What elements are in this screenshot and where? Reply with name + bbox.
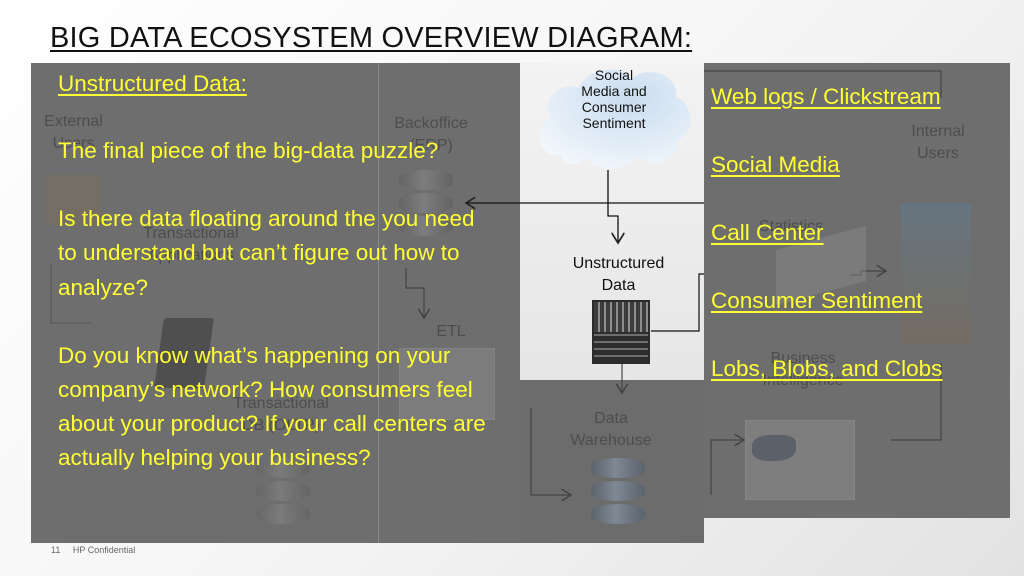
etl-label: ETL — [436, 323, 466, 340]
statistics-label: Statistics — [758, 218, 823, 235]
unstructured-to-stats-connector — [651, 273, 704, 332]
oltp-database-icon — [256, 458, 310, 527]
internal-user-figure-icon — [901, 203, 971, 343]
data-warehouse-label: Data Warehouse — [570, 410, 652, 449]
panel-divider — [378, 63, 379, 543]
description-paragraph: Is there data floating around the you ne… — [58, 206, 475, 300]
slide-title: BIG DATA ECOSYSTEM OVERVIEW DIAGRAM: — [50, 22, 693, 54]
external-left-connector — [50, 263, 91, 324]
etl-screenshot-icon — [399, 348, 495, 420]
unstructured-data-heading: Unstructured Data: — [58, 71, 247, 96]
backoffice-label: Backoffice (ERP) — [394, 115, 468, 154]
internal-users-label: Internal Users — [911, 123, 965, 162]
oltp-to-warehouse-connector — [530, 408, 571, 495]
external-user-figure-icon — [46, 175, 101, 225]
source-item-web-logs[interactable]: Web logs / Clickstream — [711, 84, 941, 109]
description-paragraph: The final piece of the big-data puzzle? — [58, 138, 439, 163]
data-warehouse-database-icon — [591, 458, 645, 527]
social-media-cloud-icon — [539, 69, 691, 169]
unstructured-data-label: Unstructured Data — [572, 255, 665, 294]
ecosystem-diagram: Social Media and Consumer Sentiment Unst… — [31, 63, 1010, 543]
source-item-call-center[interactable]: Call Center — [711, 220, 824, 245]
server-rack-icon — [592, 300, 650, 364]
cloud-to-unstructured-connector — [607, 170, 618, 243]
description-paragraph: Do you know what’s happening on your com… — [58, 342, 486, 471]
connector-lines — [50, 70, 942, 543]
cloud-label: Social Media and Consumer Sentiment — [581, 67, 647, 131]
warehouse-to-bi-connector — [710, 440, 744, 495]
source-item-lobs-blobs-clobs[interactable]: Lobs, Blobs, and Clobs — [711, 356, 943, 381]
unstructured-sources-list: Web logs / Clickstream Social Media Call… — [711, 80, 942, 420]
bi-to-internal-connector — [891, 363, 942, 441]
page-number: 11 — [51, 545, 61, 555]
bi-dashboard-icon — [745, 420, 855, 500]
source-item-consumer-sentiment[interactable]: Consumer Sentiment — [711, 288, 923, 313]
external-users-label: External Users — [44, 113, 103, 152]
unstructured-data-description: The final piece of the big-data puzzle? … — [58, 134, 498, 510]
source-item-social-media[interactable]: Social Media — [711, 152, 840, 177]
business-intelligence-label: Business Intelligence — [762, 350, 844, 389]
left-overlay-panel — [31, 63, 520, 543]
us-map-icon — [752, 435, 796, 461]
stats-to-internal-connector — [851, 271, 886, 275]
transactional-apps-label: Transactional Applications — [143, 225, 239, 264]
etl-connector — [405, 268, 424, 318]
backoffice-database-icon — [399, 170, 453, 239]
transactional-oltp-label: Transactional DB (OLTP) — [233, 395, 329, 434]
slide-footer: 11 HP Confidential — [51, 545, 145, 555]
confidential-label: HP Confidential — [72, 545, 136, 555]
right-top-connector — [704, 70, 942, 98]
